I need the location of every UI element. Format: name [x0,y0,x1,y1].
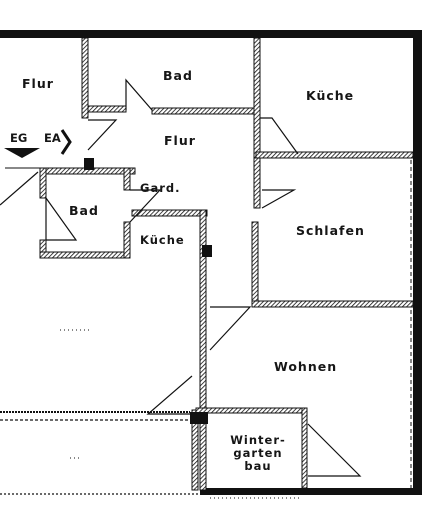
wall-bad-bottom-left [87,105,127,113]
wall-bad-bottom-right [151,107,259,115]
wall-smallbad-right-lower [123,221,131,259]
wall-bad-left [81,37,89,119]
door-smallbad [45,196,78,241]
room-label-kueche-top: Küche [306,88,355,103]
wintergarten-line-1: Winter- [230,433,286,447]
wall-wintergarten-left [191,409,199,491]
room-label-kueche-small: Küche [140,233,185,247]
columns [84,158,212,424]
wall-bad-kueche [253,37,261,159]
wintergarten-line-2: garten [233,446,283,460]
wall-wintergarten-right [301,407,308,489]
door-kueche [260,117,299,155]
wall-bottom [200,488,422,495]
wintergarten-line-3: bau [244,459,272,473]
door-swings [0,78,362,477]
entrance-label-eg: EG [10,131,28,145]
arrow-right-icon [60,129,72,155]
wall-top [0,30,422,38]
door-schlafen [261,189,297,209]
wall-schlafen-bottom [251,300,414,308]
wall-kueche-small-top [131,209,208,217]
wall-smallbad-right-upper [123,167,131,191]
thin-lines [0,160,412,499]
wall-kueche-bottom [255,151,414,159]
room-label-flur-center: Flur [164,133,196,148]
column-kueche [202,245,212,257]
room-label-schlafen: Schlafen [296,223,365,238]
wall-schlafen-left-lower [251,221,259,308]
column-flur [84,158,94,170]
outer-walls [0,30,422,495]
wall-schlafen-left-upper [253,157,261,209]
room-label-wintergarten: Winter- garten bau [218,434,298,473]
door-bad-top [125,78,153,111]
entrance-label-ea: EA [44,131,61,145]
column-wintergarten [190,412,208,424]
arrow-down-icon [4,148,40,158]
wall-right [413,30,422,490]
door-flur-left [87,119,118,151]
door-wohnen-left [146,375,193,415]
interior-walls [39,37,414,491]
door-entry [0,171,39,206]
entrance-arrow [4,129,72,158]
door-wohnen [209,306,252,351]
room-label-bad-small: Bad [69,203,99,218]
door-wintergarten [307,423,362,477]
room-label-bad-top: Bad [163,68,193,83]
room-label-wohnen: Wohnen [274,359,338,374]
wall-wintergarten-top [195,407,307,414]
wall-smallbad-bottom [39,251,129,259]
room-label-flur-left: Flur [22,76,54,91]
wall-smallbad-left-upper [39,167,47,199]
wall-kueche-small-right [199,209,207,491]
room-label-gard: Gard. [140,181,181,195]
door-gard [129,189,162,223]
